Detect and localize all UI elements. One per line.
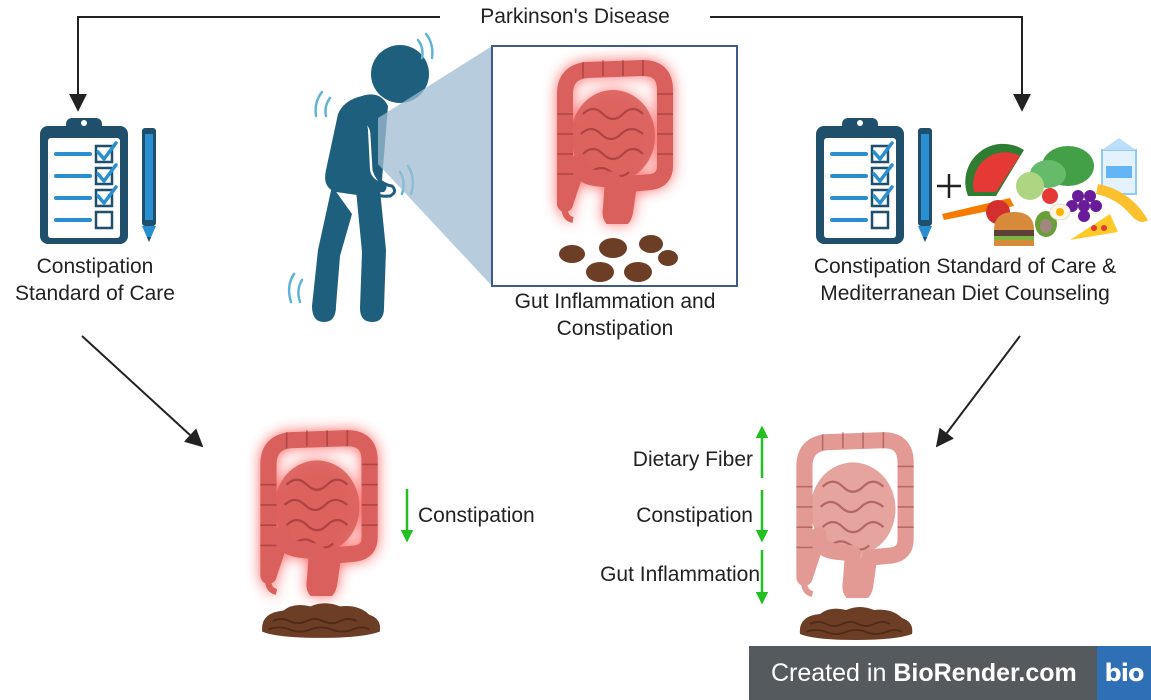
biorender-watermark[interactable]: Created in BioRender.com bio (749, 646, 1151, 700)
watermark-text: Created in BioRender.com (749, 646, 1097, 700)
top-right-connector (710, 16, 1031, 112)
watermark-brand: BioRender.com (893, 658, 1077, 687)
page-title: Parkinson's Disease (480, 5, 670, 28)
person-figure-icon (312, 45, 429, 322)
right-outcome-dietary-fiber-label: Dietary Fiber (632, 448, 753, 471)
left-branch-label-line2: Standard of Care (15, 282, 175, 305)
left-outcome-constipation-label: Constipation (418, 504, 535, 527)
mediterranean-food-icon (942, 138, 1148, 246)
left-clipboard-icon (38, 116, 158, 246)
center-panel-label-line1: Gut Inflammation and (514, 290, 716, 313)
left-stool-pile-icon (261, 602, 382, 639)
left-inflamed-gut-icon (260, 430, 377, 592)
right-branch-label-line1: Constipation Standard of Care & (813, 255, 1117, 278)
right-branch-label-line2: Mediterranean Diet Counseling (820, 282, 1110, 305)
watermark-prefix: Created in (771, 658, 887, 687)
right-healthy-gut-icon (796, 432, 913, 594)
right-outcome-constipation-label: Constipation (636, 504, 753, 527)
zoom-wedge (378, 46, 492, 286)
right-clipboard-icon (814, 116, 934, 246)
center-panel-label-line2: Constipation (556, 317, 674, 340)
center-stool-pellets-icon (559, 235, 678, 282)
right-diagonal-arrow (935, 335, 1021, 448)
plus-sign-icon (937, 174, 961, 198)
right-outcome-gut-inflammation-label: Gut Inflammation (600, 563, 760, 586)
left-diagonal-arrow (81, 335, 204, 448)
left-branch-label-line1: Constipation (36, 255, 154, 278)
biorender-logo-icon: bio (1097, 646, 1151, 700)
right-stool-pile-icon (798, 606, 914, 641)
top-left-connector (69, 16, 440, 112)
